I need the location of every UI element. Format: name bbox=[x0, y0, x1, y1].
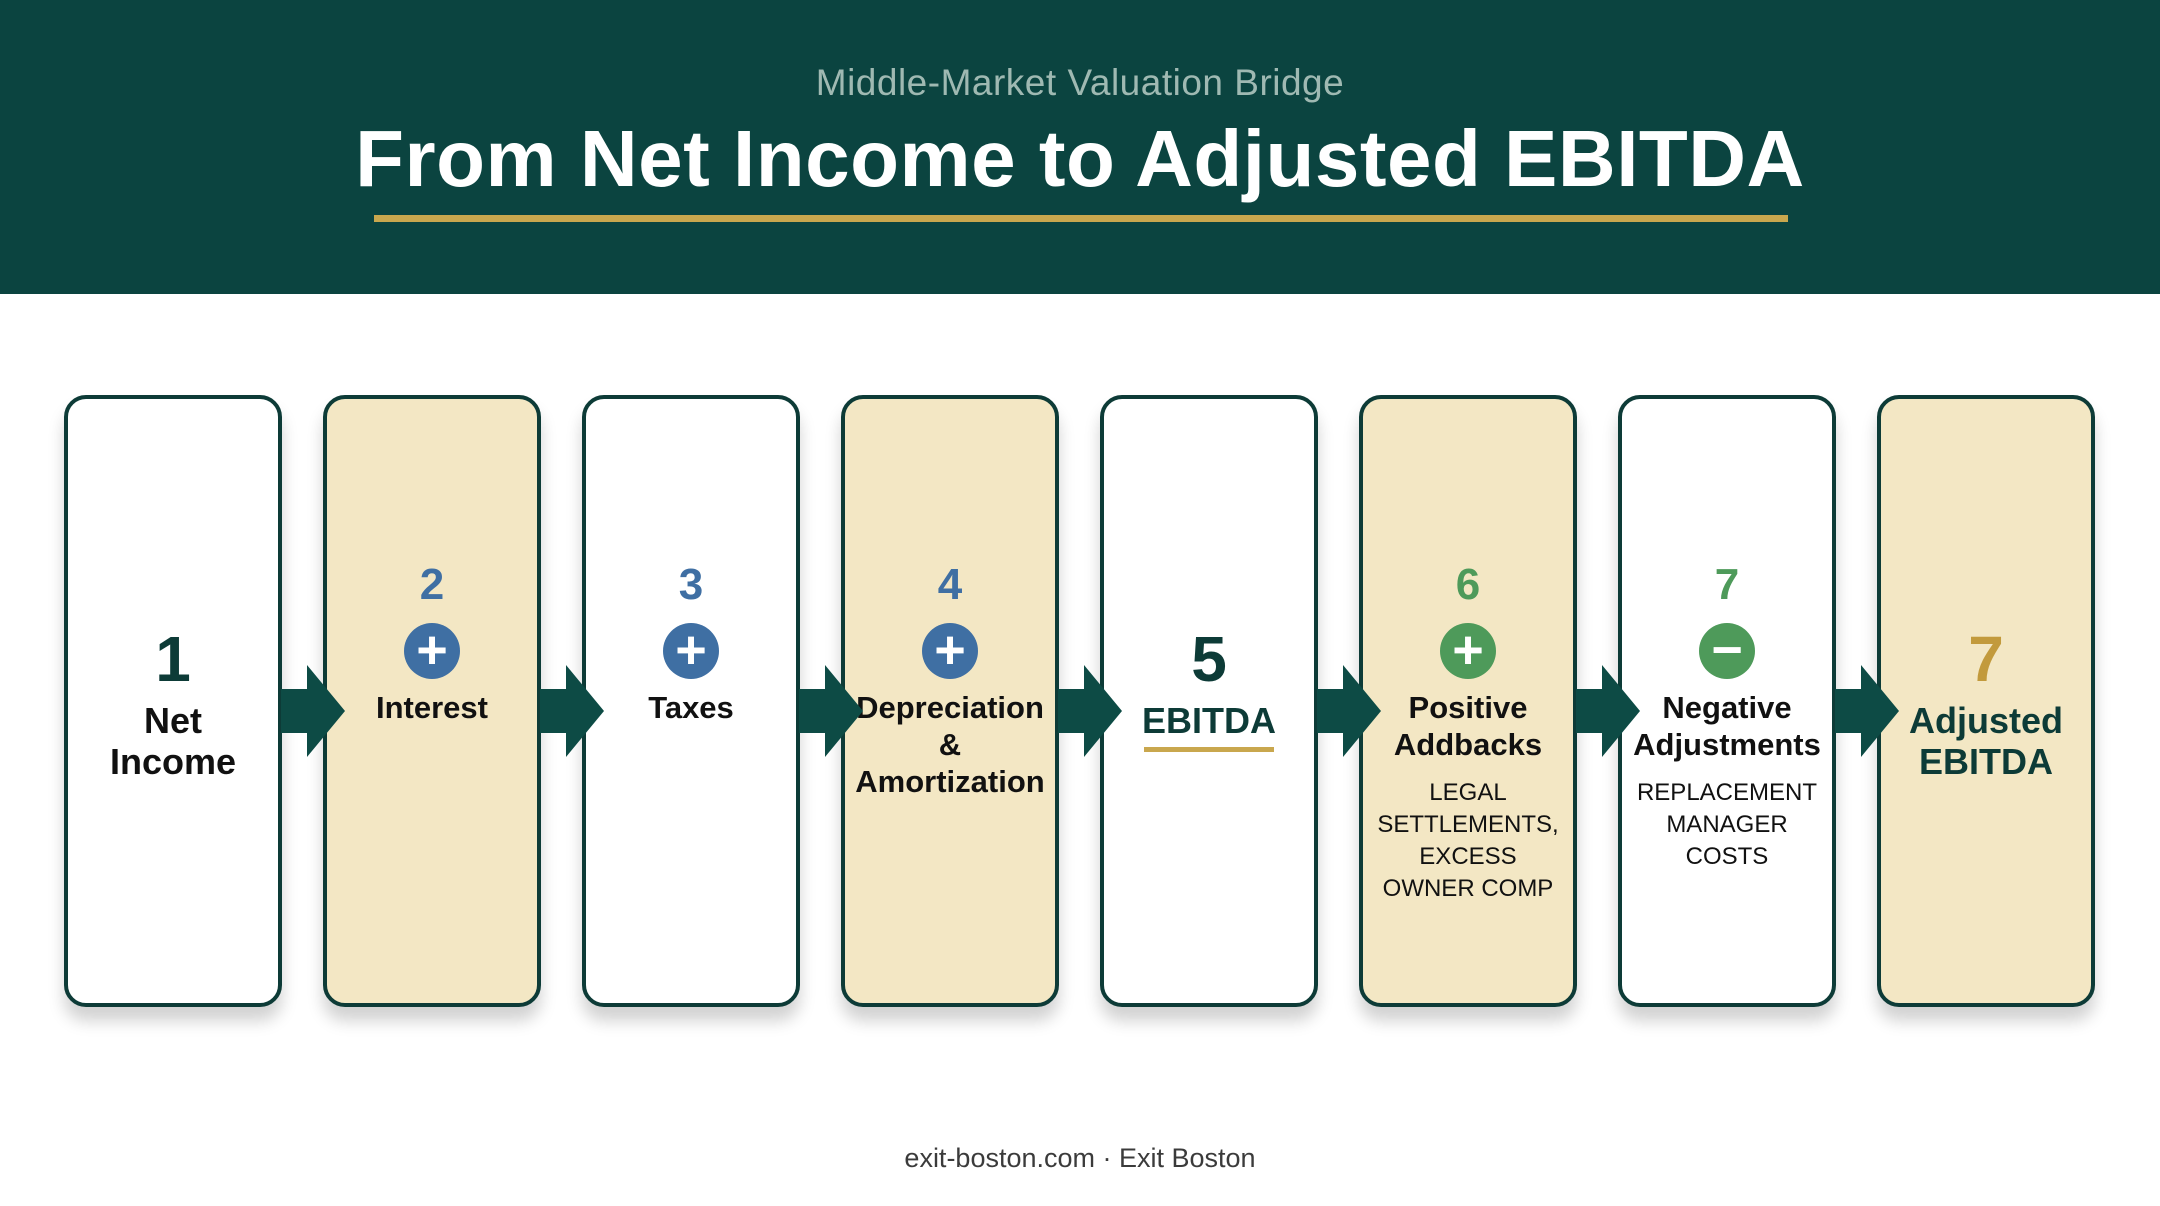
step-label: Adjusted EBITDA bbox=[1908, 700, 2063, 782]
header-band: Middle-Market Valuation Bridge From Net … bbox=[0, 0, 2160, 294]
arrow-right-icon bbox=[1835, 665, 1899, 757]
arrow-right-icon bbox=[1058, 665, 1122, 757]
step-label: Positive Addbacks bbox=[1393, 690, 1543, 762]
step-card-adjusted-ebitda: 7 Adjusted EBITDA bbox=[1877, 395, 2095, 1007]
plus-icon: + bbox=[922, 623, 978, 679]
step-detail: REPLACEMENT MANAGER COSTS bbox=[1636, 779, 1818, 870]
title-underline bbox=[374, 215, 1788, 222]
step-number: 4 bbox=[937, 560, 963, 609]
step-card-ebitda: 5 EBITDA bbox=[1100, 395, 1318, 1007]
arrow-right-icon bbox=[281, 665, 345, 757]
arrow-right-icon bbox=[540, 665, 604, 757]
plus-icon: + bbox=[663, 623, 719, 679]
arrow-right-icon bbox=[799, 665, 863, 757]
step-number: 2 bbox=[419, 560, 445, 609]
step-number: 7 bbox=[1714, 560, 1740, 609]
step-label: Net Income bbox=[109, 700, 237, 782]
page-subtitle: Middle-Market Valuation Bridge bbox=[815, 62, 1345, 103]
arrow-right-icon bbox=[1317, 665, 1381, 757]
page-title: From Net Income to Adjusted EBITDA bbox=[355, 114, 1805, 203]
step-label: Interest bbox=[376, 690, 488, 725]
step-label: EBITDA bbox=[1142, 700, 1276, 741]
step-card-negative-adjustments: 7 − Negative Adjustments REPLACEMENT MAN… bbox=[1618, 395, 1836, 1007]
step-number: 1 bbox=[155, 623, 191, 695]
step-card-depreciation-amortization: 4 + Depreciation & Amortization bbox=[841, 395, 1059, 1007]
step-number: 7 bbox=[1968, 623, 2004, 695]
step-number: 3 bbox=[678, 560, 704, 609]
step-label: Depreciation & Amortization bbox=[855, 690, 1045, 799]
step-card-net-income: 1 Net Income bbox=[64, 395, 282, 1007]
step-number: 6 bbox=[1455, 560, 1481, 609]
ebitda-underline bbox=[1144, 747, 1274, 752]
step-label: Negative Adjustments bbox=[1633, 690, 1821, 762]
footer-credit: exit-boston.com · Exit Boston bbox=[904, 1143, 1256, 1173]
step-label: Taxes bbox=[648, 690, 734, 725]
step-card-positive-addbacks: 6 + Positive Addbacks LEGAL SETTLEMENTS,… bbox=[1359, 395, 1577, 1007]
step-card-taxes: 3 + Taxes bbox=[582, 395, 800, 1007]
minus-icon: − bbox=[1699, 623, 1755, 679]
step-card-interest: 2 + Interest bbox=[323, 395, 541, 1007]
step-detail: LEGAL SETTLEMENTS, EXCESS OWNER COMP bbox=[1377, 779, 1559, 902]
arrow-right-icon bbox=[1576, 665, 1640, 757]
plus-icon: + bbox=[1440, 623, 1496, 679]
plus-icon: + bbox=[404, 623, 460, 679]
step-number: 5 bbox=[1191, 623, 1227, 695]
